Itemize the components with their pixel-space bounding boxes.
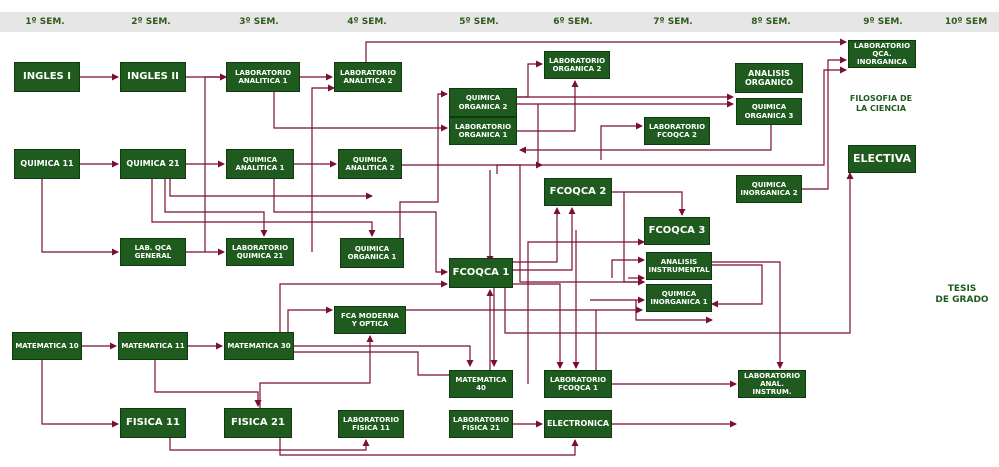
prerequisite-arrow <box>204 73 227 252</box>
course-laboratorio-organica-1[interactable]: LABORATORIO ORGANICA 1 <box>449 117 517 145</box>
prerequisite-arrow <box>294 289 494 376</box>
prerequisite-arrow <box>164 179 268 237</box>
semester-6-label: 6º SEM. <box>553 17 593 27</box>
course-laboratorio-analitica-1[interactable]: LABORATORIO ANALITICA 1 <box>226 62 300 92</box>
course-laboratorio-analitica-2[interactable]: LABORATORIO ANALITICA 2 <box>334 62 402 92</box>
prerequisite-arrow <box>287 306 333 332</box>
course-fcoqca-3[interactable]: FCOQCA 3 <box>644 217 710 245</box>
semester-8-label: 8º SEM. <box>751 17 791 27</box>
prerequisite-arrow <box>169 179 373 200</box>
prerequisite-arrow <box>399 90 448 238</box>
semester-header: 1º SEM. 2º SEM. 3º SEM. 4º SEM. 5º SEM. … <box>0 12 999 32</box>
prerequisite-arrow <box>273 179 448 276</box>
course-electronica[interactable]: ELECTRONICA <box>544 410 612 438</box>
course-quimica-analitica-1[interactable]: QUIMICA ANALITICA 1 <box>226 149 294 179</box>
prerequisite-arrow <box>537 66 847 166</box>
course-laboratorio-organica-2[interactable]: LABORATORIO ORGANICA 2 <box>544 51 610 79</box>
course-ingles-2[interactable]: INGLES II <box>120 62 186 92</box>
semester-7-label: 7º SEM. <box>653 17 693 27</box>
prerequisite-arrow <box>151 179 376 237</box>
prerequisite-arrow <box>802 56 847 190</box>
course-quimica-organica-3[interactable]: QUIMICA ORGANICA 3 <box>736 98 802 125</box>
semester-9-label: 9º SEM. <box>863 17 903 27</box>
course-laboratorio-fcoqca-1[interactable]: LABORATORIO FCOQCA 1 <box>544 370 612 398</box>
course-fisica-21[interactable]: FISICA 21 <box>224 408 292 438</box>
course-quimica-inorganica-1[interactable]: QUIMICA INORGANICA 1 <box>646 284 712 312</box>
course-quimica-organica-2[interactable]: QUIMICA ORGANICA 2 <box>449 88 517 117</box>
course-electiva[interactable]: ELECTIVA <box>848 145 916 173</box>
prerequisite-arrow <box>612 191 686 216</box>
prerequisite-arrow <box>635 300 713 324</box>
prerequisite-arrow <box>600 122 643 160</box>
course-matematica-10[interactable]: MATEMATICA 10 <box>12 332 82 360</box>
prerequisite-arrow <box>41 179 119 256</box>
prerequisite-arrow <box>294 345 474 367</box>
prerequisite-arrow <box>513 207 576 271</box>
prerequisite-arrow <box>496 161 543 174</box>
prerequisite-arrow <box>527 238 645 384</box>
course-laboratorio-anal-instrum[interactable]: LABORATORIO ANAL. INSTRUM. <box>738 370 806 398</box>
course-filosofia-de-la-ciencia[interactable]: FILOSOFIA DE LA CIENCIA <box>849 94 913 113</box>
course-laboratorio-fisica-21[interactable]: LABORATORIO FISICA 21 <box>449 410 513 438</box>
course-quimica-analitica-2[interactable]: QUIMICA ANALITICA 2 <box>338 149 402 179</box>
prerequisite-arrow <box>311 84 335 252</box>
course-quimica-inorganica-2[interactable]: QUIMICA INORGANICA 2 <box>736 175 802 203</box>
semester-5-label: 5º SEM. <box>459 17 499 27</box>
course-ingles-1[interactable]: INGLES I <box>14 62 80 92</box>
course-laboratorio-quimica-21[interactable]: LABORATORIO QUIMICA 21 <box>226 238 294 266</box>
prerequisite-arrow <box>273 92 448 132</box>
prerequisite-arrow <box>279 438 579 456</box>
semester-2-label: 2º SEM. <box>131 17 171 27</box>
prerequisite-arrow <box>711 264 763 308</box>
course-fisica-11[interactable]: FISICA 11 <box>120 408 186 438</box>
course-matematica-40[interactable]: MATEMATICA 40 <box>449 370 513 398</box>
course-laboratorio-fisica-11[interactable]: LABORATORIO FISICA 11 <box>338 410 404 438</box>
prerequisite-arrow <box>517 60 543 98</box>
semester-4-label: 4º SEM. <box>347 17 387 27</box>
prerequisite-arrow <box>41 360 119 428</box>
semester-10-label: 10º SEM <box>944 17 988 27</box>
course-matematica-11[interactable]: MATEMATICA 11 <box>118 332 188 360</box>
course-fcoqca-2[interactable]: FCOQCA 2 <box>544 178 612 206</box>
prerequisite-arrow <box>259 335 374 408</box>
course-laboratorio-qca-inorganica[interactable]: LABORATORIO QCA. INORGANICA <box>848 40 916 68</box>
course-fcoqca-1[interactable]: FCOQCA 1 <box>449 258 513 288</box>
course-matematica-30[interactable]: MATEMATICA 30 <box>224 332 294 360</box>
prerequisite-arrow <box>611 256 645 278</box>
course-quimica-11[interactable]: QUIMICA 11 <box>14 149 80 179</box>
course-fca-moderna-y-optica[interactable]: FCA MODERNA Y OPTICA <box>334 306 406 334</box>
prerequisite-arrow <box>513 283 564 369</box>
prerequisite-arrow <box>519 125 772 154</box>
semester-1-label: 1º SEM. <box>25 17 65 27</box>
prerequisite-arrow <box>154 360 262 407</box>
prerequisite-arrow <box>279 280 448 332</box>
prerequisite-arrow <box>623 192 645 286</box>
course-analisis-instrumental[interactable]: ANALISIS INSTRUMENTAL <box>646 252 712 280</box>
prerequisite-arrow <box>402 164 645 286</box>
semester-3-label: 3º SEM. <box>239 17 279 27</box>
course-tesis-de-grado[interactable]: TESIS DE GRADO <box>935 284 989 305</box>
course-lab-qca-general[interactable]: LAB. QCA GENERAL <box>120 238 186 266</box>
course-analisis-organico[interactable]: ANALISIS ORGANICO <box>735 63 803 93</box>
course-quimica-organica-1[interactable]: QUIMICA ORGANICA 1 <box>340 238 404 268</box>
prerequisite-arrow <box>365 38 847 62</box>
prerequisite-arrow <box>169 438 370 451</box>
course-laboratorio-fcoqca-2[interactable]: LABORATORIO FCOQCA 2 <box>644 117 710 145</box>
course-quimica-21[interactable]: QUIMICA 21 <box>120 149 186 179</box>
prerequisite-arrow <box>712 261 784 369</box>
prerequisite-arrow <box>517 80 579 132</box>
